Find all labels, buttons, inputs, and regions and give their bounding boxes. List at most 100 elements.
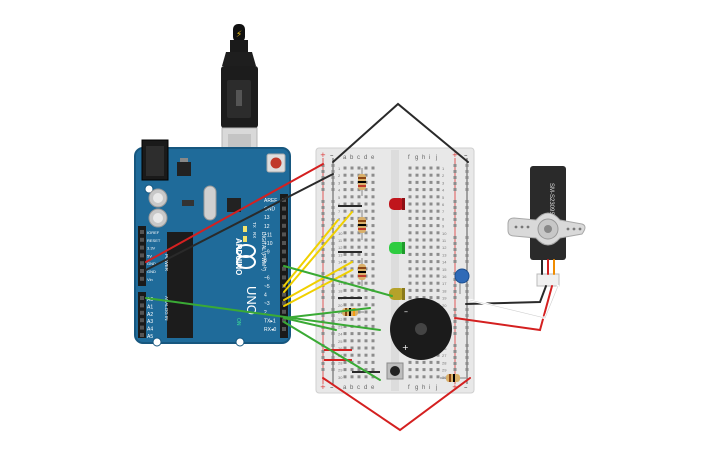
rail-hole[interactable] <box>331 284 335 287</box>
rail-hole[interactable] <box>321 296 325 299</box>
rail-hole[interactable] <box>453 212 457 215</box>
breadboard-hole[interactable] <box>343 288 347 292</box>
analog-pin-hole[interactable] <box>140 310 144 315</box>
breadboard-hole[interactable] <box>350 274 354 278</box>
analog-pin-hole[interactable] <box>140 296 144 300</box>
breadboard-hole[interactable] <box>371 180 375 184</box>
breadboard-hole[interactable] <box>371 209 375 213</box>
breadboard-hole[interactable] <box>357 202 361 206</box>
breadboard-hole[interactable] <box>436 195 440 199</box>
resistor-1[interactable] <box>358 168 366 196</box>
breadboard-hole[interactable] <box>350 238 354 242</box>
rail-hole[interactable] <box>453 344 457 347</box>
breadboard-hole[interactable] <box>350 173 354 177</box>
breadboard-hole[interactable] <box>408 238 412 242</box>
breadboard-hole[interactable] <box>429 368 433 372</box>
breadboard-hole[interactable] <box>408 209 412 213</box>
breadboard-hole[interactable] <box>357 245 361 249</box>
rail-hole[interactable] <box>465 224 469 227</box>
breadboard-hole[interactable] <box>343 202 347 206</box>
rail-hole[interactable] <box>453 206 457 209</box>
rail-hole[interactable] <box>453 188 457 191</box>
digital-pin-hole[interactable] <box>282 309 286 314</box>
breadboard-hole[interactable] <box>436 224 440 228</box>
breadboard-hole[interactable] <box>364 332 368 336</box>
breadboard-hole[interactable] <box>436 288 440 292</box>
breadboard-hole[interactable] <box>357 339 361 343</box>
resistor-3[interactable] <box>358 258 366 286</box>
piezo-buzzer[interactable]: – + <box>390 298 452 360</box>
rail-hole[interactable] <box>465 200 469 203</box>
breadboard-hole[interactable] <box>436 274 440 278</box>
breadboard-hole[interactable] <box>429 180 433 184</box>
rail-hole[interactable] <box>453 278 457 281</box>
rail-hole[interactable] <box>321 218 325 221</box>
rail-hole[interactable] <box>453 218 457 221</box>
breadboard-hole[interactable] <box>429 209 433 213</box>
breadboard-hole[interactable] <box>350 166 354 170</box>
rail-hole[interactable] <box>331 218 335 221</box>
digital-pin-hole[interactable] <box>282 292 286 297</box>
breadboard-hole[interactable] <box>371 188 375 192</box>
breadboard-hole[interactable] <box>343 303 347 307</box>
led-red[interactable] <box>389 198 405 210</box>
breadboard-hole[interactable] <box>343 368 347 372</box>
rail-hole[interactable] <box>331 326 335 329</box>
breadboard-hole[interactable] <box>408 216 412 220</box>
servo-motor[interactable]: SM-S2309S <box>507 166 586 287</box>
breadboard-hole[interactable] <box>371 216 375 220</box>
breadboard-hole[interactable] <box>422 209 426 213</box>
rail-hole[interactable] <box>453 296 457 299</box>
rail-hole[interactable] <box>465 314 469 317</box>
breadboard-hole[interactable] <box>350 267 354 271</box>
breadboard-hole[interactable] <box>415 188 419 192</box>
breadboard-hole[interactable] <box>350 180 354 184</box>
rail-hole[interactable] <box>465 236 469 239</box>
breadboard-hole[interactable] <box>371 173 375 177</box>
breadboard-hole[interactable] <box>422 281 426 285</box>
breadboard-hole[interactable] <box>436 202 440 206</box>
breadboard-hole[interactable] <box>343 180 347 184</box>
breadboard-hole[interactable] <box>415 224 419 228</box>
digital-pin-hole[interactable] <box>282 241 286 245</box>
rail-hole[interactable] <box>453 290 457 293</box>
rail-hole[interactable] <box>453 308 457 311</box>
breadboard-hole[interactable] <box>429 296 433 300</box>
breadboard-hole[interactable] <box>436 238 440 242</box>
breadboard-hole[interactable] <box>343 209 347 213</box>
rail-hole[interactable] <box>453 236 457 239</box>
rail-hole[interactable] <box>465 284 469 287</box>
breadboard-hole[interactable] <box>371 202 375 206</box>
digital-pin-hole[interactable] <box>282 206 286 211</box>
digital-pin-hole[interactable] <box>282 223 286 228</box>
breadboard-hole[interactable] <box>415 360 419 364</box>
pushbutton[interactable] <box>386 362 404 380</box>
breadboard-hole[interactable] <box>350 195 354 199</box>
breadboard-hole[interactable] <box>422 202 426 206</box>
rail-hole[interactable] <box>453 254 457 257</box>
breadboard-hole[interactable] <box>429 216 433 220</box>
breadboard-hole[interactable] <box>422 195 426 199</box>
power-pin-hole[interactable] <box>140 237 144 242</box>
breadboard-hole[interactable] <box>415 375 419 379</box>
rail-hole[interactable] <box>331 236 335 239</box>
breadboard-hole[interactable] <box>364 353 368 357</box>
rail-hole[interactable] <box>465 296 469 299</box>
power-pin-hole[interactable] <box>140 245 144 250</box>
breadboard-hole[interactable] <box>371 224 375 228</box>
breadboard-hole[interactable] <box>364 195 368 199</box>
rail-hole[interactable] <box>331 200 335 203</box>
breadboard-hole[interactable] <box>371 296 375 300</box>
rail-hole[interactable] <box>465 344 469 347</box>
digital-pin-hole[interactable] <box>282 266 286 271</box>
breadboard-hole[interactable] <box>422 375 426 379</box>
rail-hole[interactable] <box>321 206 325 209</box>
breadboard-hole[interactable] <box>357 332 361 336</box>
rail-hole[interactable] <box>453 248 457 251</box>
rail-hole[interactable] <box>465 182 469 185</box>
breadboard-hole[interactable] <box>408 375 412 379</box>
breadboard-hole[interactable] <box>371 245 375 249</box>
analog-pin-hole[interactable] <box>140 333 144 337</box>
breadboard-hole[interactable] <box>429 202 433 206</box>
rail-hole[interactable] <box>465 242 469 245</box>
